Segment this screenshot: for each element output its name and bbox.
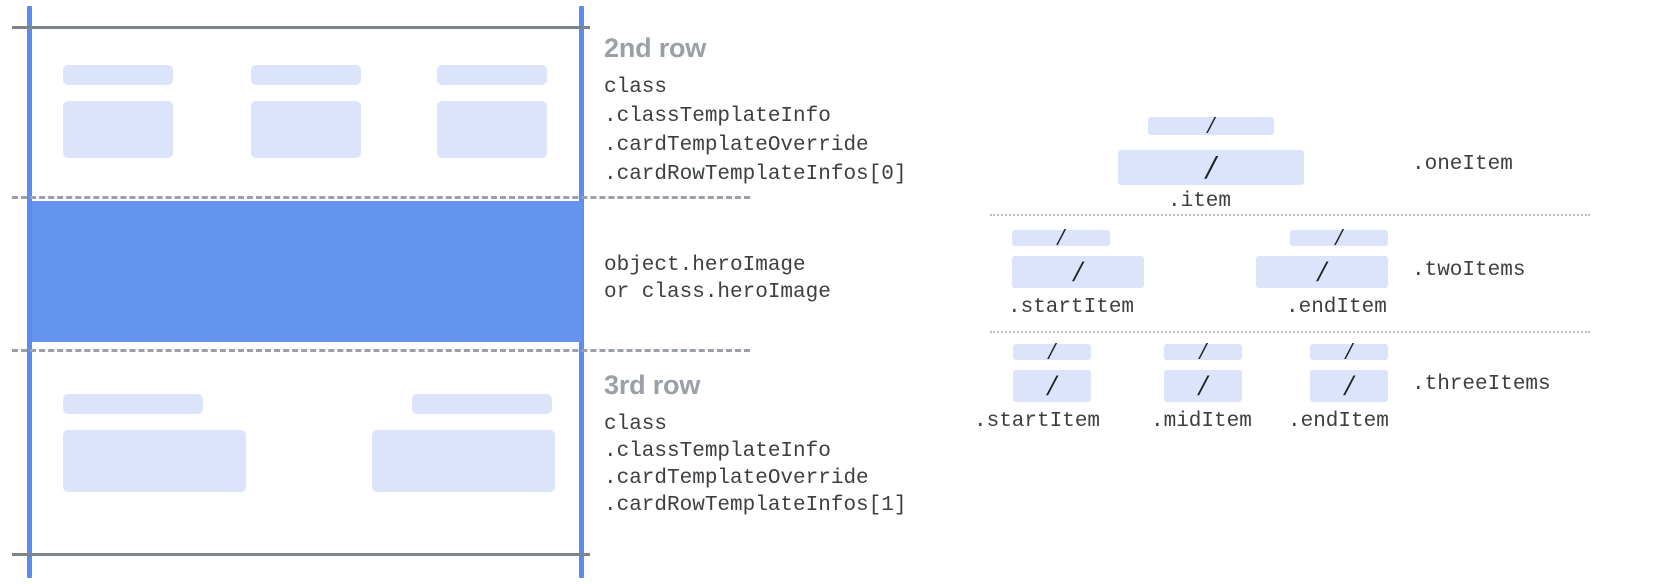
- item-group-separator-2: [990, 331, 1590, 333]
- row2-col2-value-placeholder: [251, 101, 361, 158]
- two-items-end-caption: .endItem: [1286, 296, 1387, 319]
- two-items-end-label-box: /: [1290, 225, 1388, 251]
- third-row-code-line-1: .classTemplateInfo: [604, 440, 831, 463]
- three-items-mid-caption: .midItem: [1151, 410, 1252, 433]
- one-item-group-label: .oneItem: [1412, 153, 1513, 176]
- third-row-code-line-0: class: [604, 413, 668, 436]
- row2-col1-value-placeholder: [63, 101, 173, 158]
- row2-col3-label-placeholder: [437, 65, 547, 85]
- third-row-code-line-3: .cardRowTemplateInfos[1]: [604, 494, 907, 517]
- card-top-rule: [12, 26, 590, 29]
- two-items-group-label: .twoItems: [1412, 259, 1526, 282]
- third-row-heading: 3rd row: [604, 370, 701, 400]
- slash-glyph: /: [1057, 225, 1065, 251]
- item-group-separator-1: [990, 214, 1590, 216]
- slash-glyph: /: [1344, 369, 1354, 402]
- two-items-start-label-box: /: [1012, 225, 1110, 251]
- slash-glyph: /: [1073, 255, 1083, 288]
- slash-glyph: /: [1335, 225, 1343, 251]
- row3-col1-value-placeholder: [63, 430, 246, 492]
- two-items-start-caption: .startItem: [1008, 296, 1135, 319]
- item-group-two-items: / / .startItem / / .endItem .twoItems: [960, 226, 1676, 331]
- slash-glyph: /: [1198, 369, 1208, 402]
- hero-row-code-line-1: or class.heroImage: [604, 281, 831, 304]
- row2-col2-label-placeholder: [251, 65, 361, 85]
- three-items-end-value-box: /: [1310, 370, 1388, 402]
- row-separator-top: [12, 196, 750, 199]
- slash-glyph: /: [1317, 255, 1327, 288]
- third-row-code-line-2: .cardTemplateOverride: [604, 467, 869, 490]
- one-item-caption: .item: [1168, 190, 1232, 213]
- two-items-start-value-box: /: [1012, 256, 1144, 288]
- slash-glyph: /: [1048, 339, 1056, 365]
- item-groups-panel: / / .item .oneItem / / .startItem /: [960, 0, 1676, 584]
- second-row-code-line-2: .cardTemplateOverride: [604, 134, 869, 157]
- three-items-start-label-box: /: [1013, 339, 1091, 365]
- second-row-code-line-3: .cardRowTemplateInfos[0]: [604, 163, 907, 186]
- slash-glyph: /: [1207, 113, 1215, 139]
- three-items-start-caption: .startItem: [974, 410, 1101, 433]
- slash-glyph: /: [1345, 339, 1353, 365]
- row3-col2-label-placeholder: [412, 394, 552, 414]
- second-row-code-line-0: class: [604, 76, 668, 99]
- second-row-code-line-1: .classTemplateInfo: [604, 105, 831, 128]
- slash-glyph: /: [1047, 369, 1057, 402]
- three-items-group-label: .threeItems: [1412, 373, 1551, 396]
- card-annotations: 2nd row class .classTemplateInfo .cardTe…: [604, 33, 907, 517]
- one-item-value-box: /: [1118, 150, 1304, 185]
- three-items-end-label-box: /: [1310, 339, 1388, 365]
- three-items-mid-label-box: /: [1164, 339, 1242, 365]
- row-separator-bottom: [12, 349, 750, 352]
- slash-glyph: /: [1206, 148, 1216, 186]
- three-items-mid-value-box: /: [1164, 370, 1242, 402]
- card-bottom-rule: [12, 553, 590, 556]
- guide-line-left: [27, 6, 32, 578]
- hero-image-band: [32, 201, 582, 342]
- card-mock: [0, 0, 750, 584]
- three-items-start-value-box: /: [1013, 370, 1091, 402]
- three-items-end-caption: .endItem: [1288, 410, 1389, 433]
- row3-col1-label-placeholder: [63, 394, 203, 414]
- one-item-label-box: /: [1148, 113, 1274, 139]
- slash-glyph: /: [1199, 339, 1207, 365]
- hero-row-code-line-0: object.heroImage: [604, 254, 806, 277]
- row2-col1-label-placeholder: [63, 65, 173, 85]
- row2-col3-value-placeholder: [437, 101, 547, 158]
- two-items-end-value-box: /: [1256, 256, 1388, 288]
- item-group-three-items: / / .startItem / / .midItem / / .endItem…: [960, 340, 1676, 445]
- item-group-one-item: / / .item .oneItem: [960, 95, 1676, 220]
- row3-col2-value-placeholder: [372, 430, 555, 492]
- second-row-heading: 2nd row: [604, 33, 707, 63]
